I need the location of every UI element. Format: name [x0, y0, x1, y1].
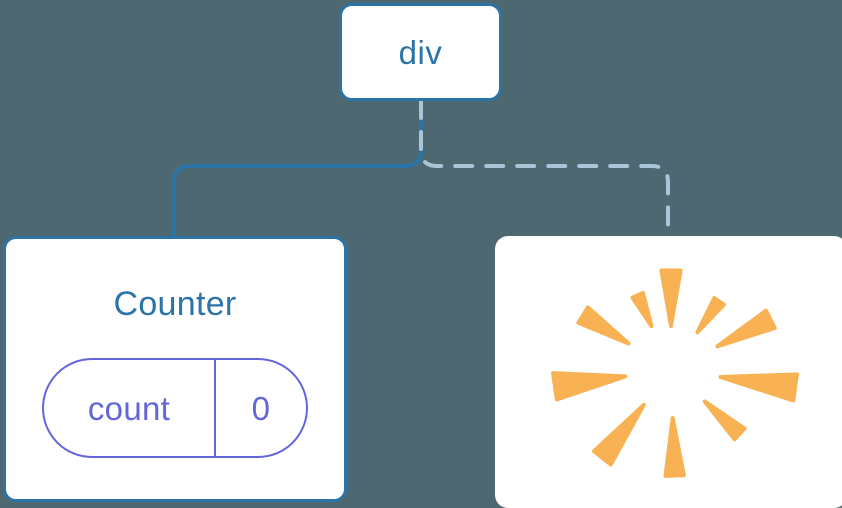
- state-pill[interactable]: count 0: [42, 358, 308, 458]
- sparkle-ray-6: [663, 416, 686, 478]
- sparkle-ray-7: [591, 402, 646, 467]
- connector-div-to-counter: [172, 99, 423, 238]
- node-rerender-flash[interactable]: [495, 236, 842, 508]
- state-key-label: count: [87, 389, 171, 427]
- sparkle-ray-9: [576, 305, 631, 346]
- state-pill-value: 0: [216, 360, 306, 456]
- sparkle-ray-5: [702, 399, 747, 442]
- node-counter[interactable]: Counter count 0: [3, 236, 347, 502]
- sparkle-ray-3: [715, 308, 777, 349]
- state-value-label: 0: [251, 389, 271, 427]
- node-counter-body: Counter count 0: [6, 239, 344, 499]
- sparkle-ray-2: [695, 296, 726, 335]
- sparkle-ray-1: [659, 268, 683, 328]
- sparkle-burst-icon: [551, 268, 799, 478]
- sparkle-ray-4: [718, 372, 799, 403]
- node-div-label: div: [398, 33, 443, 71]
- sparkle-ray-group: [551, 268, 799, 478]
- connector-div-to-rerender: [419, 99, 670, 238]
- node-counter-title: Counter: [113, 285, 237, 323]
- sparkle-ray-10: [630, 290, 654, 329]
- sparkle-ray-8: [551, 371, 628, 402]
- state-pill-key: count: [44, 360, 216, 456]
- node-div[interactable]: div: [339, 3, 502, 101]
